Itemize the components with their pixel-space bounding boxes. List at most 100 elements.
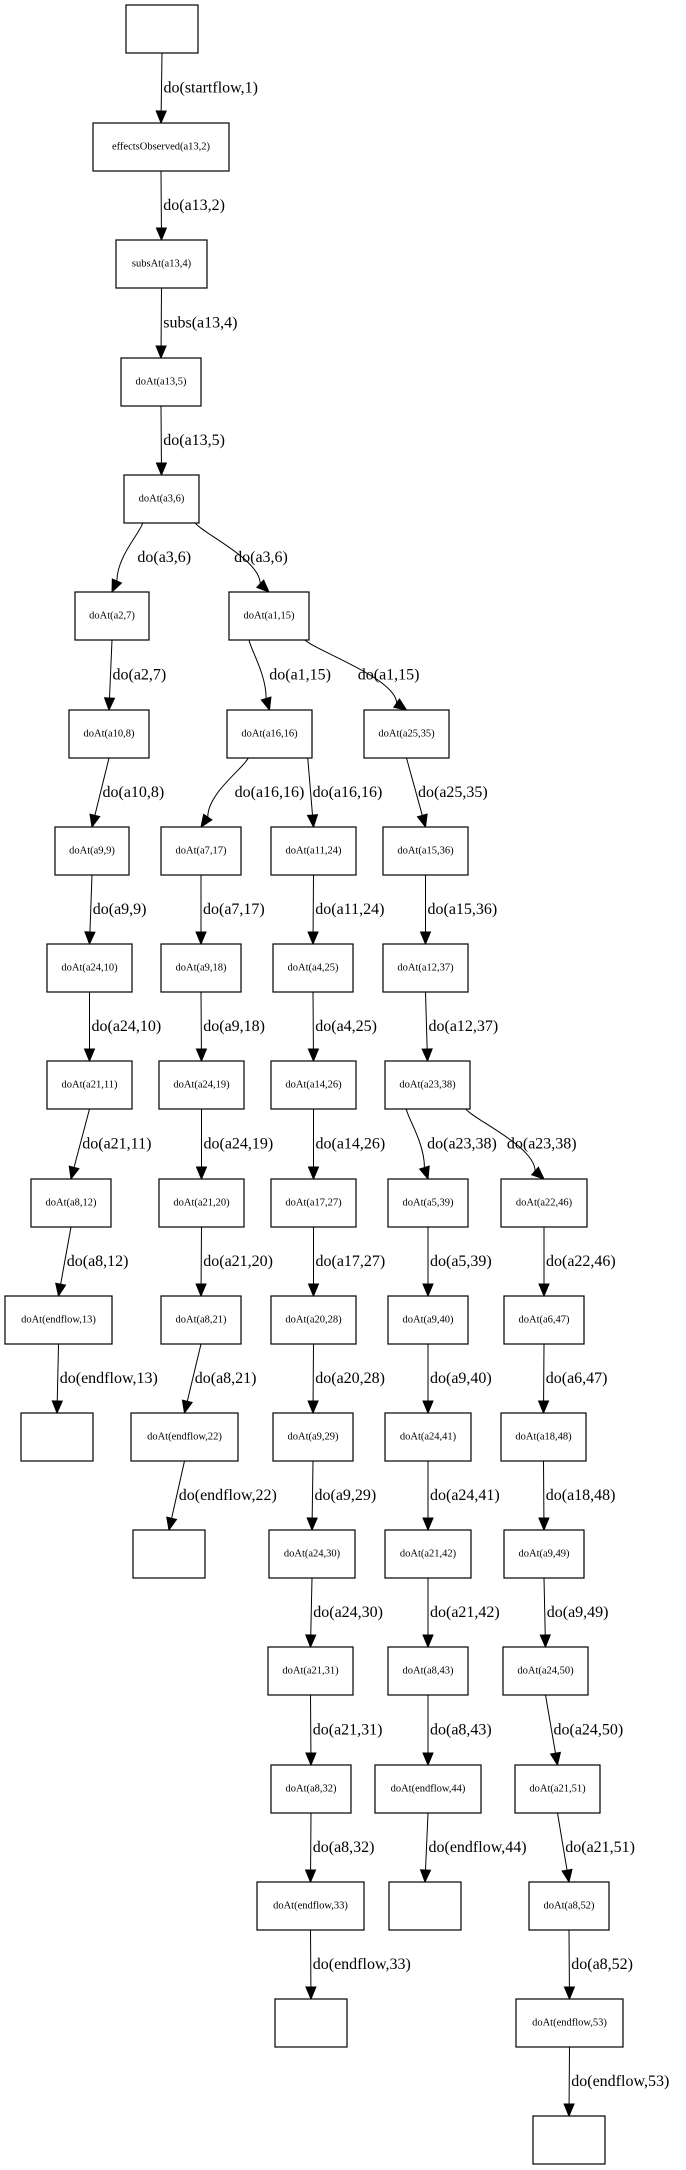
node-box <box>30 1178 112 1228</box>
node-box <box>363 709 450 759</box>
edge-label: do(a9,9) <box>93 901 147 918</box>
state-node: doAt(a21,51) <box>514 1764 601 1814</box>
arrowhead-icon <box>195 1283 207 1298</box>
arrowhead-icon <box>421 1048 433 1063</box>
node-box <box>270 826 357 876</box>
edge-line <box>405 1108 425 1168</box>
edge-n35-n39: do(a24,41) <box>422 1461 500 1532</box>
state-node: doAt(a10,8) <box>68 709 150 759</box>
edge-label: do(a24,10) <box>92 1018 162 1035</box>
node-box <box>20 1412 94 1462</box>
state-node: effectsObserved(a13,2) <box>92 122 230 172</box>
node-label: doAt(a24,10) <box>61 963 118 974</box>
node-box <box>125 4 199 54</box>
arrowhead-icon <box>422 1752 434 1767</box>
edge-label: do(a13,5) <box>163 432 225 449</box>
node-label: doAt(a9,40) <box>402 1315 454 1326</box>
node-box <box>160 1295 242 1345</box>
edge-n29-n34: do(a20,28) <box>307 1343 385 1415</box>
arrowhead-icon <box>181 1399 193 1415</box>
node-label: doAt(a24,50) <box>517 1666 574 1677</box>
state-node: doAt(a24,19) <box>158 1060 245 1110</box>
node-box <box>256 1881 365 1931</box>
node-label: doAt(a21,51) <box>529 1784 586 1795</box>
state-node: doAt(a21,42) <box>384 1529 472 1579</box>
node-label: doAt(a5,39) <box>402 1198 454 1209</box>
edge-n16-n20: do(a4,25) <box>307 991 377 1063</box>
edge-n3-n4: do(a13,5) <box>155 405 225 477</box>
state-node: doAt(a24,10) <box>46 943 133 993</box>
arrowhead-icon <box>419 931 432 946</box>
node-label: doAt(a10,8) <box>83 729 135 740</box>
edge-line <box>311 1460 314 1519</box>
node-label: doAt(a18,48) <box>515 1432 572 1443</box>
arrowhead-icon <box>195 1166 208 1181</box>
edge-n20-n24: do(a14,26) <box>307 1109 385 1181</box>
edge-n25-n30: do(a5,39) <box>422 1227 492 1298</box>
node-label: doAt(a24,30) <box>284 1549 341 1560</box>
node-box <box>387 1646 469 1696</box>
edge-n2-n3: subs(a13,4) <box>155 287 237 360</box>
arrowhead-icon <box>51 1400 64 1415</box>
state-node: doAt(a5,39) <box>387 1178 469 1228</box>
node-box <box>68 709 150 759</box>
node-label: doAt(a25,35) <box>378 729 435 740</box>
arrowhead-icon <box>307 1166 320 1181</box>
edge-n27-n32: do(endflow,13) <box>51 1343 158 1415</box>
state-node: subsAt(a13,4) <box>115 239 208 289</box>
edge-label: do(a8,21) <box>195 1370 257 1387</box>
state-node: doAt(a7,17) <box>160 826 242 876</box>
state-node: doAt(a8,21) <box>160 1295 242 1345</box>
node-label: doAt(endflow,13) <box>21 1315 96 1326</box>
arrowhead-icon <box>306 814 319 829</box>
edge-n43-n46: do(a24,50) <box>545 1694 623 1767</box>
edge-n5-n7: do(a2,7) <box>103 639 166 712</box>
state-node: doAt(a6,47) <box>503 1295 585 1345</box>
edge-label: do(a3,6) <box>137 549 191 566</box>
arrowhead-icon <box>305 1752 317 1767</box>
state-node: doAt(endflow,44) <box>374 1764 482 1814</box>
edge-label: do(a12,37) <box>429 1018 499 1035</box>
node-label: doAt(a12,37) <box>397 963 454 974</box>
edge-n17-n21: do(a12,37) <box>421 991 499 1063</box>
arrowhead-icon <box>419 1869 432 1884</box>
arrowhead-icon <box>422 1400 434 1415</box>
state-node: doAt(endflow,53) <box>515 1998 624 2048</box>
state-node: doAt(a11,24) <box>270 826 357 876</box>
edge-label: do(a1,15) <box>358 667 420 684</box>
edge-line <box>56 1343 59 1402</box>
edge-n34-n38: do(a9,29) <box>306 1460 376 1532</box>
node-label: doAt(a14,26) <box>285 1080 342 1091</box>
state-node: doAt(endflow,13) <box>4 1295 113 1345</box>
node-box <box>74 591 150 641</box>
arrowhead-icon <box>539 1634 551 1649</box>
edge-label: do(a9,49) <box>547 1604 609 1621</box>
node-box <box>382 826 469 876</box>
empty-state-node <box>20 1412 94 1462</box>
node-label: doAt(a9,29) <box>287 1432 339 1443</box>
node-box <box>270 1295 357 1345</box>
arrowhead-icon <box>155 462 168 477</box>
node-box <box>270 1764 352 1814</box>
node-box <box>528 1881 610 1931</box>
node-box <box>158 1060 245 1110</box>
edge-line <box>304 639 398 704</box>
edge-n4-n5: do(a3,6) <box>111 522 191 594</box>
node-box <box>267 1646 354 1696</box>
edge-label: do(a16,16) <box>235 784 305 801</box>
state-node: doAt(a9,49) <box>503 1529 585 1579</box>
arrowhead-icon <box>68 1165 80 1181</box>
edge-n49-n51: do(a8,52) <box>563 1929 633 2001</box>
edge-label: do(a21,51) <box>565 1839 635 1856</box>
edge-label: do(endflow,44) <box>429 1839 527 1856</box>
state-node: doAt(a24,50) <box>502 1646 589 1696</box>
edge-n44-n47: do(a8,32) <box>304 1812 375 1884</box>
node-label: doAt(endflow,22) <box>147 1432 222 1443</box>
edge-n15-n19: do(a9,18) <box>195 991 265 1063</box>
arrowhead-icon <box>155 345 167 360</box>
arrowhead-icon <box>83 1048 96 1063</box>
arrowhead-icon <box>260 696 272 712</box>
state-node: doAt(a13,5) <box>120 357 202 407</box>
edge-line <box>171 1460 185 1519</box>
edge-n33-n37: do(endflow,22) <box>166 1460 277 1532</box>
